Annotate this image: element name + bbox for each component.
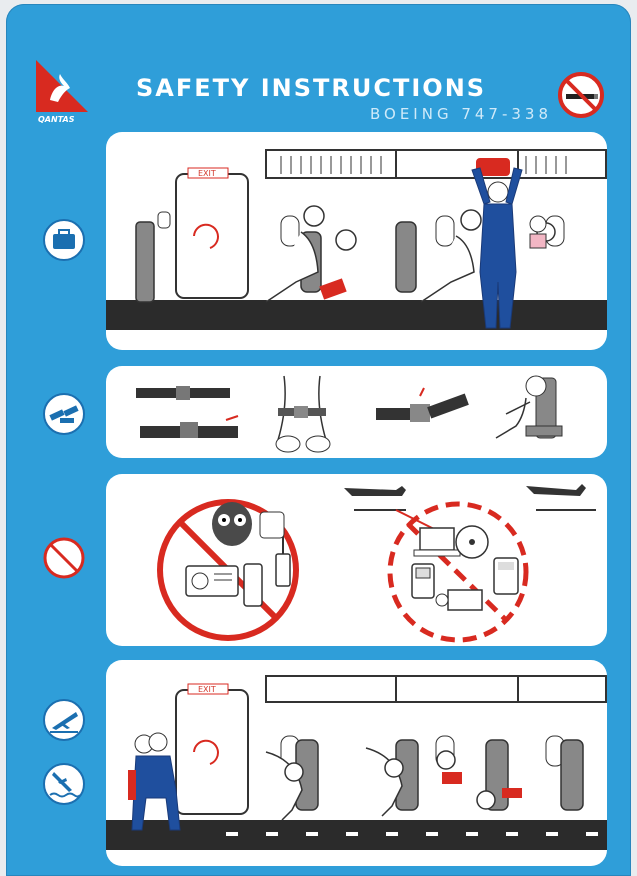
qantas-logo: QANTAS	[36, 60, 88, 124]
exit-sign-lower: EXIT	[198, 685, 216, 694]
page-title: SAFETY INSTRUCTIONS	[136, 74, 487, 102]
briefcase-icon	[43, 219, 85, 261]
aircraft-model: BOEING 747-338	[370, 105, 553, 123]
prohibited-icon	[43, 537, 85, 579]
plane-land-icon	[43, 699, 85, 741]
exit-sign: EXIT	[198, 169, 216, 178]
panel-electronics	[106, 474, 607, 646]
panel-brace-position: EXIT	[106, 660, 607, 866]
qantas-logo-text: QANTAS	[38, 115, 75, 124]
seatbelt-icon	[43, 393, 85, 435]
panel-cabin-baggage: EXIT	[106, 132, 607, 350]
plane-water-icon	[43, 763, 85, 805]
safety-card: QANTAS SAFETY INSTRUCTIONS BOEING 747-33…	[6, 4, 631, 876]
panel-seatbelt	[106, 366, 607, 458]
no-smoking-icon	[558, 72, 604, 118]
